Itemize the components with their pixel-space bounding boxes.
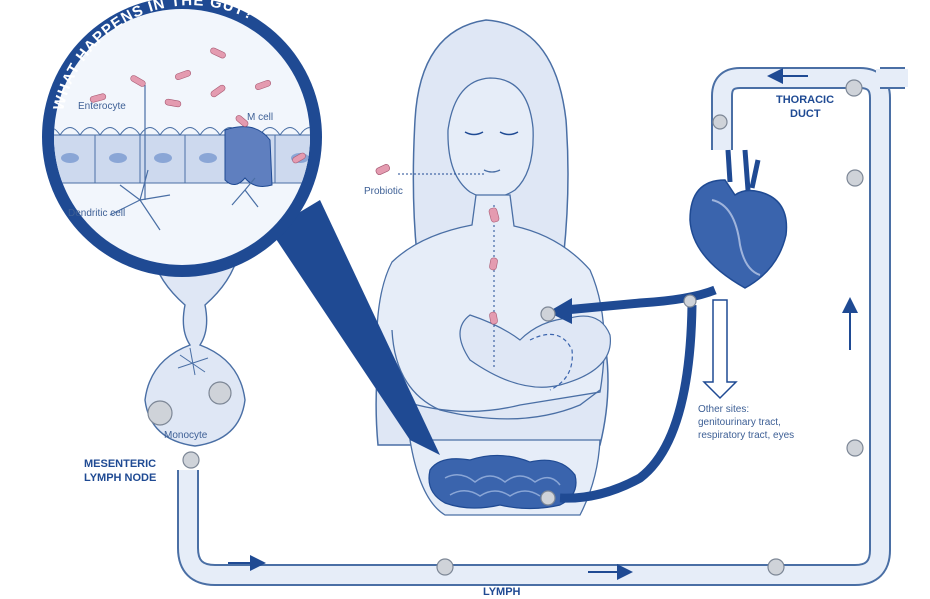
mesenteric-label-2: LYMPH NODE [84, 472, 156, 484]
other-sites-label-2: genitourinary tract, [698, 417, 781, 428]
monocyte-cell [847, 440, 863, 456]
monocyte-cell [846, 80, 862, 96]
heart [690, 150, 786, 288]
thoracic-duct-label-1: THORACIC [776, 94, 834, 106]
lymph-label: LYMPH [483, 586, 521, 598]
node-monocyte [209, 382, 231, 404]
monocyte-cell [183, 452, 199, 468]
enterocyte-label: Enterocyte [78, 101, 126, 112]
mesenteric-label-1: MESENTERIC [84, 458, 156, 470]
dendritic-cell-label: Dendritic cell [68, 208, 125, 219]
other-sites-label-1: Other sites: [698, 404, 749, 415]
probiotic-label: Probiotic [364, 186, 403, 197]
mother-figure [376, 20, 610, 515]
monocyte-cell [847, 170, 863, 186]
other-sites-label-3: respiratory tract, eyes [698, 430, 794, 441]
monocyte-label: Monocyte [164, 430, 208, 441]
monocyte-cell [713, 115, 727, 129]
monocyte-cell [768, 559, 784, 575]
m-cell-label: M cell [247, 112, 273, 123]
node-monocyte [148, 401, 172, 425]
thoracic-duct-label-2: DUCT [790, 108, 821, 120]
monocyte-cell [437, 559, 453, 575]
